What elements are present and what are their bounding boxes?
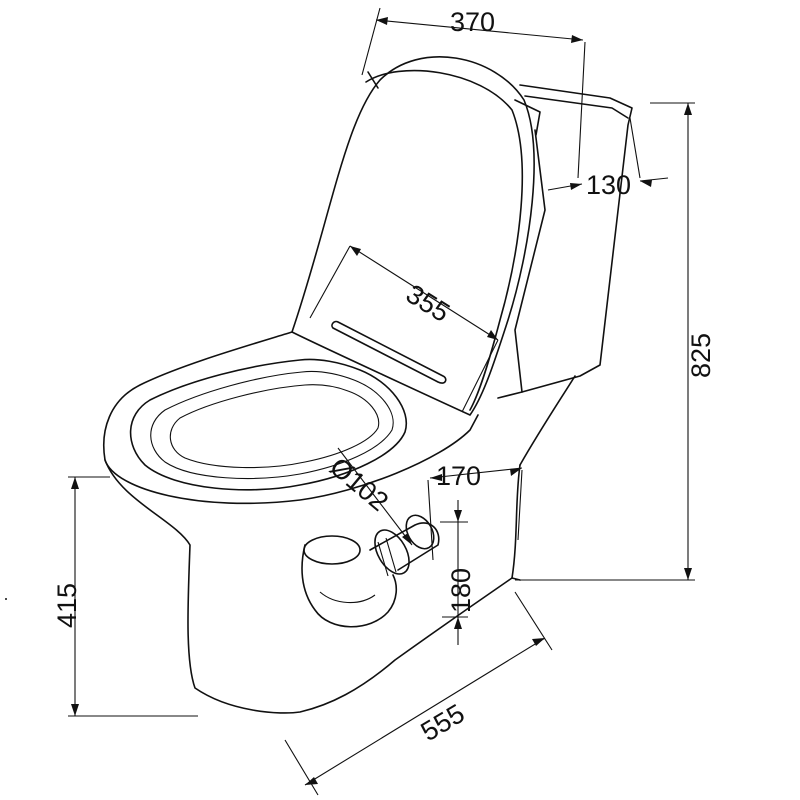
stray-mark: [5, 598, 7, 600]
dimension-total-height-label: 825: [686, 333, 716, 378]
lid-outline: [291, 56, 535, 416]
lid-hinge-left: [367, 71, 379, 89]
cistern-outline: [497, 84, 633, 399]
dimension-seat-width: 355: [309, 245, 499, 413]
bowl-rim-outer: [103, 331, 479, 505]
dimension-outlet-offset-label: 170: [436, 461, 481, 491]
dimension-outlet-height: 180: [440, 500, 476, 645]
lid-inner-edge: [365, 69, 524, 411]
dimension-tank-depth: 130: [547, 117, 669, 200]
bowl-rim-inner-2: [150, 370, 394, 479]
dimension-outlet-offset: 170: [427, 461, 523, 561]
cistern-top-edge: [524, 95, 629, 119]
dimension-outlet-height-label: 180: [446, 568, 476, 613]
outlet-pipe: [301, 514, 440, 628]
outlet-spigot-end: [374, 529, 410, 575]
outlet-elbow-top: [303, 535, 361, 565]
outlet-collar: [377, 537, 397, 577]
cistern-left-side: [514, 99, 541, 136]
outlet-trap-inner: [319, 591, 376, 604]
dimension-total-length: 555: [284, 591, 553, 796]
dimension-tank-width-label: 370: [450, 7, 495, 37]
dimension-outlet-diameter: Ø102: [324, 447, 413, 546]
dimension-seat-height: 415: [52, 476, 198, 717]
dimension-tank-width: 370: [361, 7, 586, 179]
pedestal-right-side: [519, 375, 576, 466]
dimension-total-height: 825: [515, 102, 716, 581]
dimension-seat-height-label: 415: [52, 583, 82, 628]
outlet-trap: [301, 544, 398, 628]
dimension-seat-width-label: 355: [401, 279, 455, 328]
cistern-front-face: [514, 129, 546, 393]
bowl-rim-inner: [129, 358, 408, 491]
hinge-bar: [331, 320, 447, 384]
dimension-tank-depth-label: 130: [586, 170, 631, 200]
toilet-body: [103, 56, 633, 714]
bowl-water: [169, 384, 380, 469]
outlet-spigot: [369, 522, 440, 571]
dimension-total-length-label: 555: [416, 698, 470, 747]
